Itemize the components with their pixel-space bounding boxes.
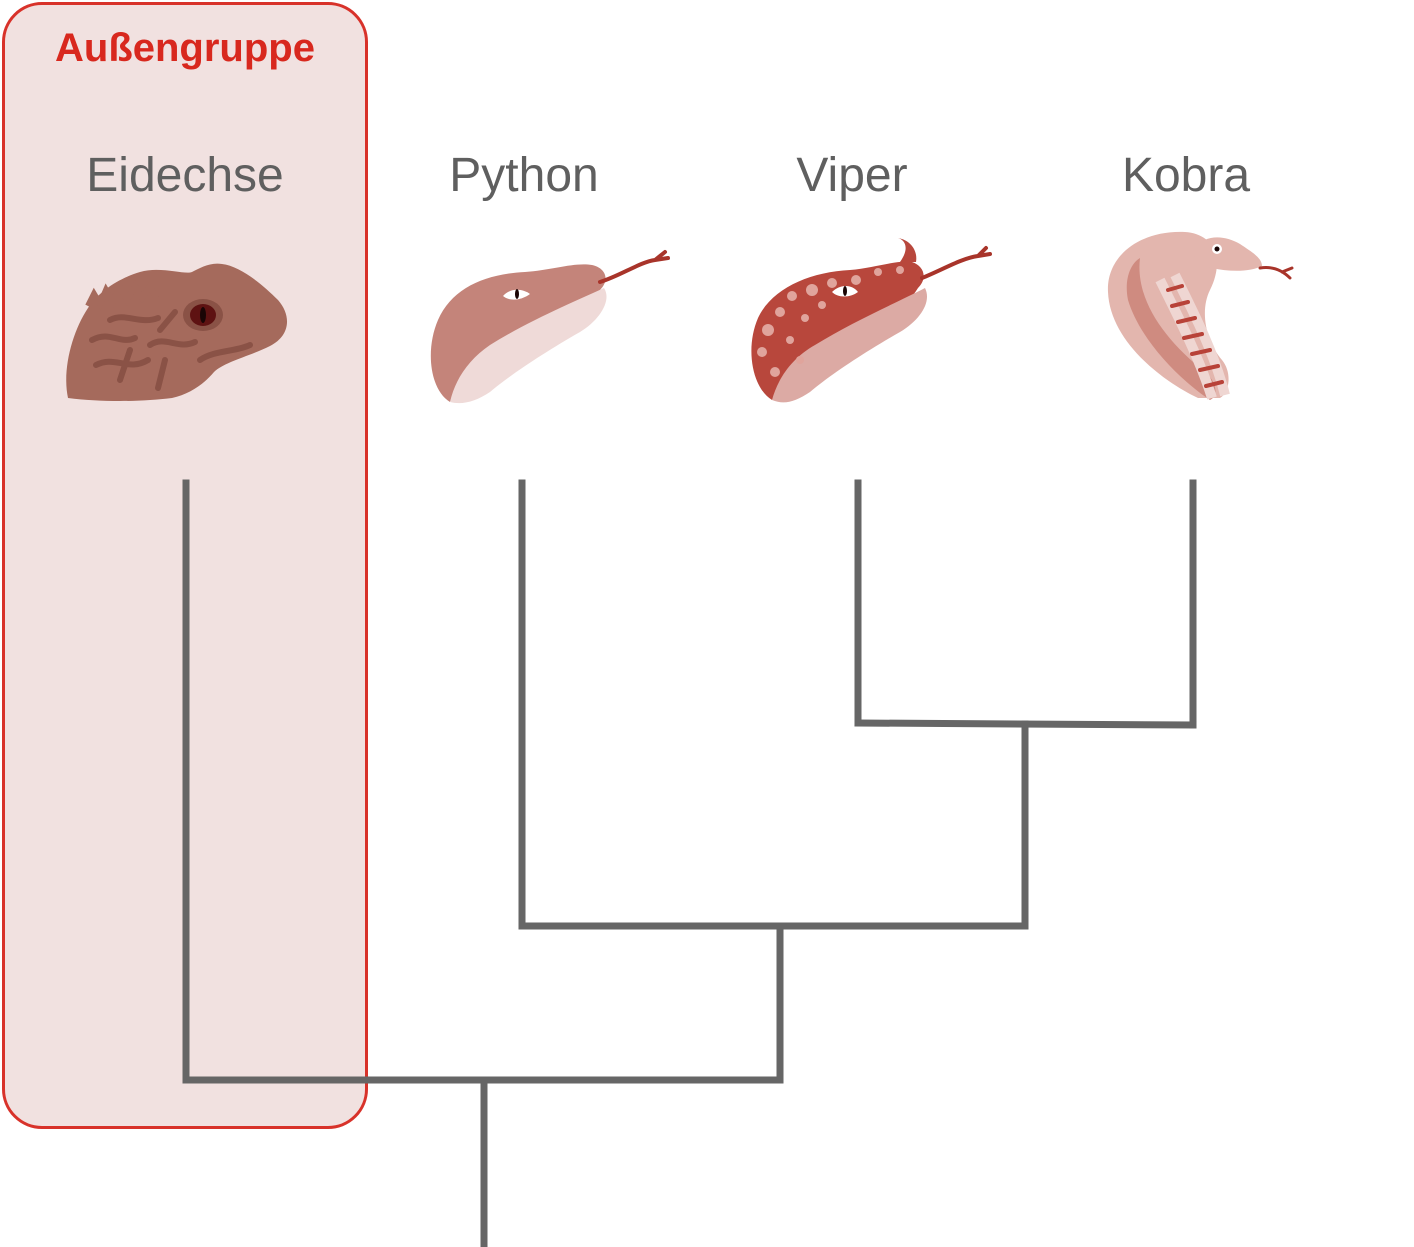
taxon-label-cobra: Kobra bbox=[1121, 149, 1251, 202]
lizard-head-icon bbox=[66, 263, 288, 401]
python-head-icon bbox=[430, 250, 670, 404]
viper-head-icon bbox=[751, 238, 992, 403]
taxon-label-python: Python bbox=[449, 149, 599, 202]
taxon-label-viper: Viper bbox=[796, 149, 908, 202]
outgroup-label: Außengruppe bbox=[55, 26, 315, 70]
taxon-label-lizard: Eidechse bbox=[86, 149, 284, 202]
cobra-head-icon bbox=[1107, 231, 1294, 400]
tree-branches bbox=[182, 479, 1197, 1247]
